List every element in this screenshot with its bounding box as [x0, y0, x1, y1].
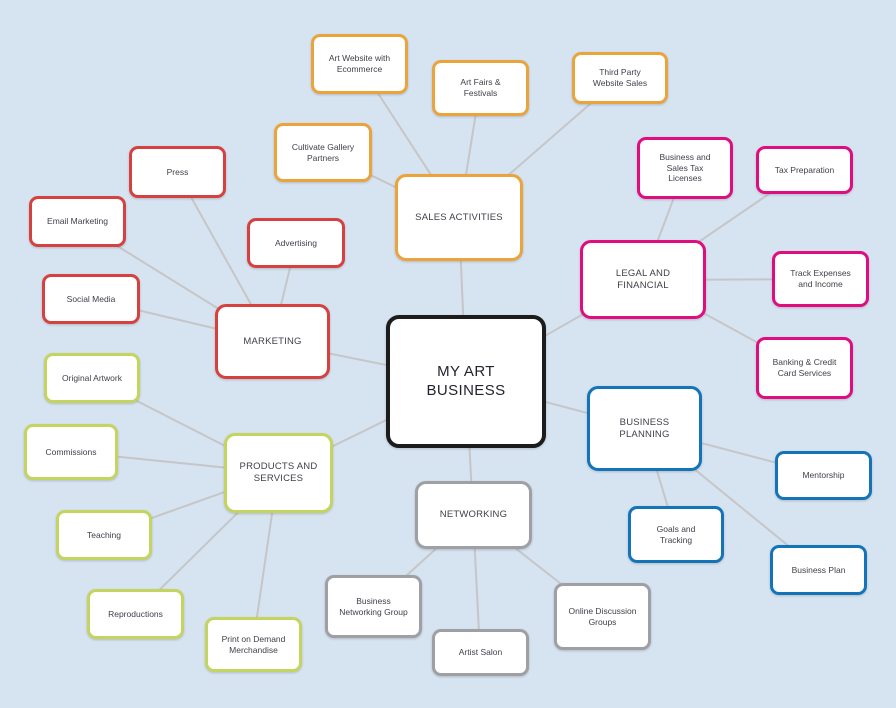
- node-business-planning[interactable]: BUSINESS PLANNING: [587, 386, 702, 471]
- node-label: Artist Salon: [458, 647, 503, 658]
- node-label: Banking & Credit Card Services: [772, 357, 837, 378]
- node-artist-salon[interactable]: Artist Salon: [432, 629, 529, 676]
- node-art-website-with-ecommerce[interactable]: Art Website with Ecommerce: [311, 34, 408, 94]
- node-social-media[interactable]: Social Media: [42, 274, 140, 324]
- node-label: Business and Sales Tax Licenses: [659, 152, 711, 184]
- node-sales-activities[interactable]: SALES ACTIVITIES: [395, 174, 523, 261]
- node-label: Track Expenses and Income: [790, 268, 851, 289]
- node-label: NETWORKING: [439, 509, 508, 521]
- node-commissions[interactable]: Commissions: [24, 424, 118, 480]
- node-label: SALES ACTIVITIES: [415, 211, 503, 223]
- node-print-on-demand-merchandise[interactable]: Print on Demand Merchandise: [205, 617, 302, 672]
- node-label: Art Website with Ecommerce: [328, 53, 391, 74]
- node-reproductions[interactable]: Reproductions: [87, 589, 184, 639]
- node-email-marketing[interactable]: Email Marketing: [29, 196, 126, 247]
- node-label: Business Plan: [791, 564, 846, 575]
- node-third-party-website-sales[interactable]: Third Party Website Sales: [572, 52, 668, 104]
- node-products-and-services[interactable]: PRODUCTS AND SERVICES: [224, 433, 333, 513]
- node-label: MARKETING: [243, 335, 302, 347]
- node-cultivate-gallery-partners[interactable]: Cultivate Gallery Partners: [274, 123, 372, 182]
- node-legal-and-financial[interactable]: LEGAL AND FINANCIAL: [580, 240, 706, 319]
- node-marketing[interactable]: MARKETING: [215, 304, 330, 379]
- node-press[interactable]: Press: [129, 146, 226, 198]
- node-label: Art Fairs & Festivals: [460, 77, 501, 98]
- node-label: Tax Preparation: [774, 164, 835, 175]
- node-label: Original Artwork: [62, 372, 122, 383]
- node-label: Online Discussion Groups: [568, 605, 637, 627]
- node-my-art-business[interactable]: MY ART BUSINESS: [386, 315, 546, 448]
- node-label: Business Networking Group: [339, 595, 408, 617]
- node-label: PRODUCTS AND SERVICES: [239, 461, 318, 484]
- node-label: Advertising: [274, 237, 318, 248]
- node-label: Third Party Website Sales: [592, 67, 648, 88]
- node-label: LEGAL AND FINANCIAL: [615, 267, 671, 291]
- node-networking[interactable]: NETWORKING: [415, 481, 532, 549]
- node-label: MY ART BUSINESS: [426, 362, 506, 399]
- node-label: Social Media: [66, 293, 116, 304]
- node-label: BUSINESS PLANNING: [619, 416, 670, 440]
- node-track-expenses-and-income[interactable]: Track Expenses and Income: [772, 251, 869, 307]
- node-advertising[interactable]: Advertising: [247, 218, 345, 268]
- node-label: Cultivate Gallery Partners: [291, 141, 355, 163]
- node-label: Mentorship: [802, 470, 845, 481]
- node-online-discussion-groups[interactable]: Online Discussion Groups: [554, 583, 651, 650]
- node-goals-and-tracking[interactable]: Goals and Tracking: [628, 506, 724, 563]
- node-business-plan[interactable]: Business Plan: [770, 545, 867, 595]
- node-original-artwork[interactable]: Original Artwork: [44, 353, 140, 403]
- node-business-networking-group[interactable]: Business Networking Group: [325, 575, 422, 638]
- node-label: Commissions: [45, 446, 97, 457]
- node-label: Press: [166, 166, 189, 177]
- node-banking-credit-card-services[interactable]: Banking & Credit Card Services: [756, 337, 853, 399]
- node-label: Reproductions: [108, 608, 163, 619]
- node-art-fairs-festivals[interactable]: Art Fairs & Festivals: [432, 60, 529, 116]
- node-teaching[interactable]: Teaching: [56, 510, 152, 560]
- node-label: Goals and Tracking: [656, 523, 696, 545]
- node-mentorship[interactable]: Mentorship: [775, 451, 872, 500]
- node-label: Email Marketing: [47, 216, 108, 227]
- node-label: Print on Demand Merchandise: [221, 633, 286, 655]
- node-tax-preparation[interactable]: Tax Preparation: [756, 146, 853, 194]
- node-business-and-sales-tax-licenses[interactable]: Business and Sales Tax Licenses: [637, 137, 733, 199]
- node-label: Teaching: [86, 529, 122, 540]
